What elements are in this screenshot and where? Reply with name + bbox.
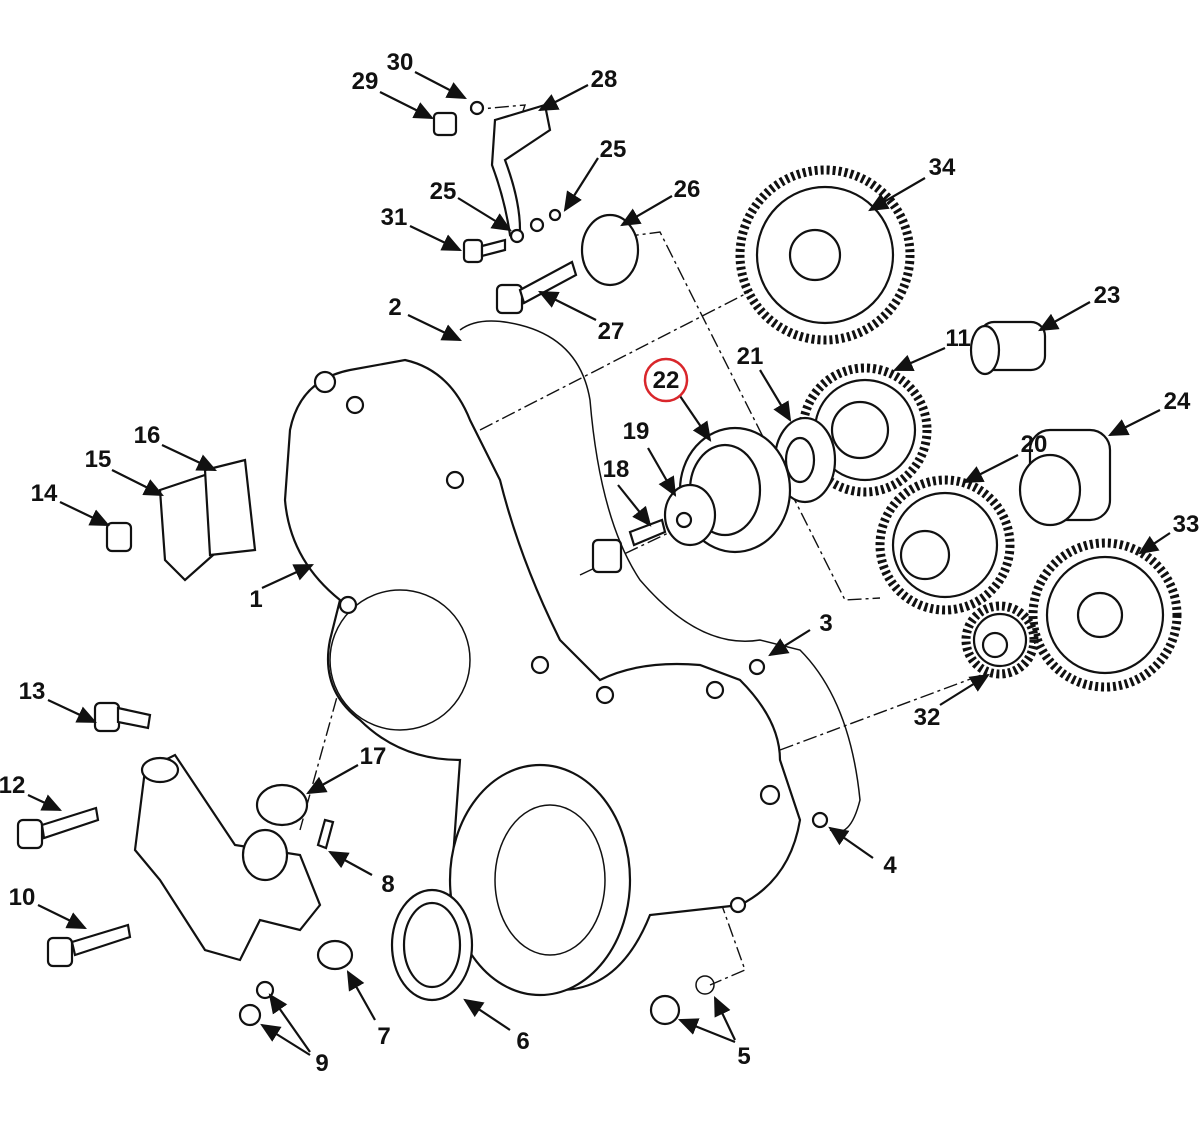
timing-cover xyxy=(283,358,802,997)
callout-25b: 25 xyxy=(430,178,457,205)
callout-21: 21 xyxy=(737,343,764,370)
oil-seal-6 xyxy=(390,888,474,1002)
callout-23: 23 xyxy=(1094,282,1121,309)
gear-34 xyxy=(735,165,915,345)
plate-26 xyxy=(580,213,640,287)
callout-13: 13 xyxy=(19,678,46,705)
callout-34: 34 xyxy=(929,154,956,181)
callout-9: 9 xyxy=(315,1050,328,1077)
callout-17: 17 xyxy=(360,743,387,770)
small-fasteners xyxy=(16,100,829,1027)
callout-33: 33 xyxy=(1173,511,1200,538)
callout-8: 8 xyxy=(381,871,394,898)
bracket-28 xyxy=(490,103,552,237)
callout-27: 27 xyxy=(598,318,625,345)
callout-2: 2 xyxy=(388,294,401,321)
callout-1: 1 xyxy=(249,586,262,613)
gear-20 xyxy=(875,475,1015,615)
callout-14: 14 xyxy=(31,480,58,507)
callout-20: 20 xyxy=(1021,431,1048,458)
hub-19 xyxy=(663,483,717,547)
callout-3: 3 xyxy=(819,610,832,637)
callout-labels: 30 28 29 25 25 26 31 34 27 2 23 22 21 11… xyxy=(0,49,1199,1077)
gear-33 xyxy=(1028,538,1182,692)
callout-arrows xyxy=(27,71,1171,1056)
callout-18: 18 xyxy=(603,456,630,483)
bushing-23 xyxy=(969,320,1047,376)
hub-24 xyxy=(1018,428,1112,527)
callout-6: 6 xyxy=(516,1028,529,1055)
gear-32 xyxy=(961,601,1039,679)
callout-31: 31 xyxy=(381,204,408,231)
callout-19: 19 xyxy=(623,418,650,445)
callout-30: 30 xyxy=(387,49,414,76)
callout-16: 16 xyxy=(134,422,161,449)
callout-32: 32 xyxy=(914,704,941,731)
highlight-circle-22 xyxy=(643,357,689,403)
callout-5: 5 xyxy=(737,1043,750,1070)
callout-11: 11 xyxy=(945,325,970,352)
callout-28: 28 xyxy=(591,66,618,93)
callout-4: 4 xyxy=(883,852,897,879)
callout-24: 24 xyxy=(1164,388,1191,415)
pump-housing xyxy=(133,753,354,971)
gasket xyxy=(459,320,861,833)
callout-26: 26 xyxy=(674,176,701,203)
callout-15: 15 xyxy=(85,446,112,473)
callout-22: 22 xyxy=(653,367,680,394)
callout-10: 10 xyxy=(9,884,36,911)
callout-12: 12 xyxy=(0,772,25,799)
callout-25a: 25 xyxy=(600,136,627,163)
thrust-washer-22 xyxy=(678,426,792,554)
callout-29: 29 xyxy=(352,68,379,95)
callout-7: 7 xyxy=(377,1023,390,1050)
